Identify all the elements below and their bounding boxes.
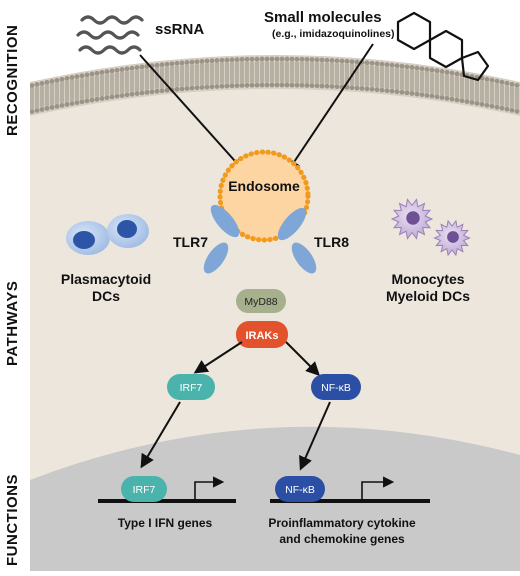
nfkb-node <box>311 374 361 400</box>
small-molecules-label: Small molecules <box>264 9 382 26</box>
nuclear-nfkb-node <box>275 476 325 502</box>
irf7-label: IRF7 <box>180 382 203 394</box>
ifn-transcription-arrow <box>194 476 225 499</box>
iraks-label: IRAKs <box>245 330 278 342</box>
imidazoquinoline-icon <box>396 11 490 82</box>
irf7-node <box>167 374 215 400</box>
small-molecule-arrow <box>286 43 374 174</box>
nfkb-to-nucleus-arrow <box>299 401 331 471</box>
plasmacytoid-dc-icon <box>66 214 149 255</box>
nfkb-label: NF-κB <box>321 382 351 394</box>
iraks-to-irf7-arrow <box>193 341 243 374</box>
ssrna-arrow <box>139 54 245 173</box>
endosome <box>217 149 311 243</box>
ifn-genes-label: Type I IFN genes <box>118 516 213 530</box>
cytokine-transcription-arrow <box>361 476 395 499</box>
nuclear-irf7-label: IRF7 <box>133 484 156 496</box>
ssrna-label: ssRNA <box>155 21 204 38</box>
iraks-node <box>236 321 288 348</box>
monocyte-label-line1: Monocytes <box>391 271 464 287</box>
tlr7-label: TLR7 <box>173 234 208 250</box>
myd88-node <box>236 289 286 313</box>
side-label-recognition: RECOGNITION <box>4 24 21 136</box>
small-molecules-example: (e.g., imidazoquinolines) <box>272 28 395 40</box>
nuclear-irf7-node <box>121 476 167 502</box>
monocyte-label-line2: Myeloid DCs <box>386 288 470 304</box>
cytokine-genes-label-line1: Proinflammatory cytokine <box>268 516 416 530</box>
tlr7-receptor <box>203 204 240 274</box>
tlr8-label: TLR8 <box>314 234 349 250</box>
pdc-label-line1: Plasmacytoid <box>61 271 151 287</box>
lipid-bilayer <box>30 56 520 114</box>
myd88-label: MyD88 <box>244 296 277 308</box>
monocyte-icon <box>390 198 471 257</box>
irf7-to-nucleus-arrow <box>140 401 181 469</box>
nuclear-nfkb-label: NF-κB <box>285 484 315 496</box>
tlr8-receptor <box>277 207 317 274</box>
cytokine-genes-label-line2: and chemokine genes <box>279 532 405 546</box>
sidebar-strip <box>0 0 30 571</box>
side-label-functions: FUNCTIONS <box>4 474 21 566</box>
pdc-label-line2: DCs <box>92 288 120 304</box>
endosome-label: Endosome <box>228 178 300 194</box>
iraks-to-nfkb-arrow <box>285 341 320 376</box>
ssrna-icon <box>76 15 144 55</box>
side-label-pathways: PATHWAYS <box>4 280 21 366</box>
